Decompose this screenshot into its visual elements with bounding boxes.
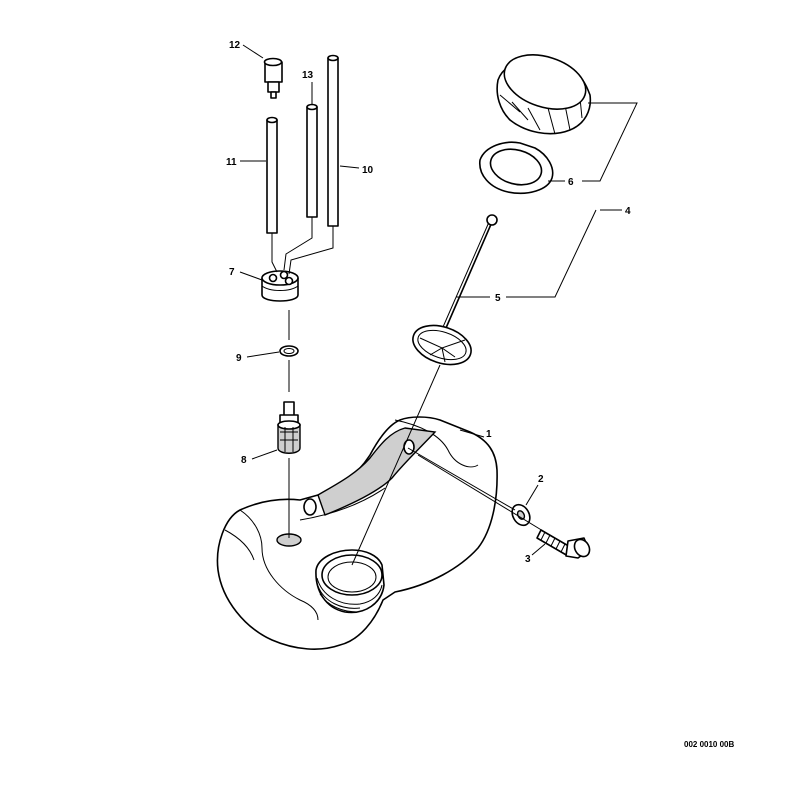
fuel-line-11[interactable] (266, 116, 278, 234)
grommet[interactable] (261, 270, 299, 302)
tank-strainer[interactable] (408, 214, 498, 371)
o-ring[interactable] (279, 345, 299, 357)
fuel-line-10[interactable] (327, 54, 339, 227)
washer[interactable] (509, 501, 534, 528)
callout-3: 3 (525, 554, 531, 565)
screw[interactable] (536, 529, 593, 559)
callout-labels: 1 2 3 4 5 6 7 8 9 10 11 12 13 (226, 40, 631, 565)
callout-2: 2 (538, 474, 544, 485)
callout-7: 7 (229, 267, 235, 278)
callout-13: 13 (302, 70, 314, 81)
callout-1: 1 (486, 429, 492, 440)
callout-10: 10 (362, 165, 374, 176)
fuel-line-13[interactable] (306, 103, 318, 218)
callout-5: 5 (495, 293, 501, 304)
callout-12: 12 (229, 40, 241, 51)
callout-8: 8 (241, 455, 247, 466)
callout-9: 9 (236, 353, 242, 364)
fuel-cap[interactable] (496, 45, 593, 135)
fuel-filter[interactable] (277, 401, 301, 454)
filler-neck (315, 549, 385, 614)
callout-11: 11 (226, 157, 237, 168)
fuel-tank[interactable] (216, 416, 498, 650)
cap-gasket[interactable] (479, 141, 554, 194)
drawing-code: 002 0010 00B (684, 740, 734, 749)
callout-4: 4 (625, 206, 631, 217)
leader-lines (239, 44, 638, 566)
callout-6: 6 (568, 177, 574, 188)
tank-vent[interactable] (263, 57, 283, 99)
